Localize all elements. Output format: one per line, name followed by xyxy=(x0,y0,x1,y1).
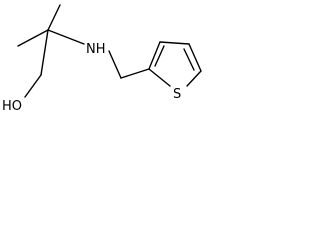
thiophene-c2-c3-bond xyxy=(148,41,161,70)
c-ch2-bond xyxy=(40,29,49,76)
sulfur-label: S xyxy=(173,87,181,102)
amine-label: NH xyxy=(86,42,106,57)
methyl-bond-up xyxy=(47,4,61,31)
molecule-canvas: HO NH S xyxy=(0,0,217,118)
thiophene-c2-c3-double xyxy=(154,45,165,67)
ch2-o-bond xyxy=(24,74,42,98)
thiophene-s-c2-bond xyxy=(148,68,171,87)
n-ch2-bond xyxy=(108,50,122,79)
thiophene-c5-s-bond xyxy=(186,70,202,87)
c-n-bond xyxy=(47,29,85,45)
methyl-bond-left xyxy=(17,29,49,47)
ch2-thiophene-bond xyxy=(120,68,150,79)
thiophene-c3-c4-bond xyxy=(159,41,190,45)
molecule-structure-drawing: HO NH S xyxy=(2,4,202,114)
thiophene-c4-c5-bond xyxy=(188,43,202,72)
hydroxyl-label: HO xyxy=(2,99,22,114)
thiophene-c4-c5-double xyxy=(183,48,195,71)
